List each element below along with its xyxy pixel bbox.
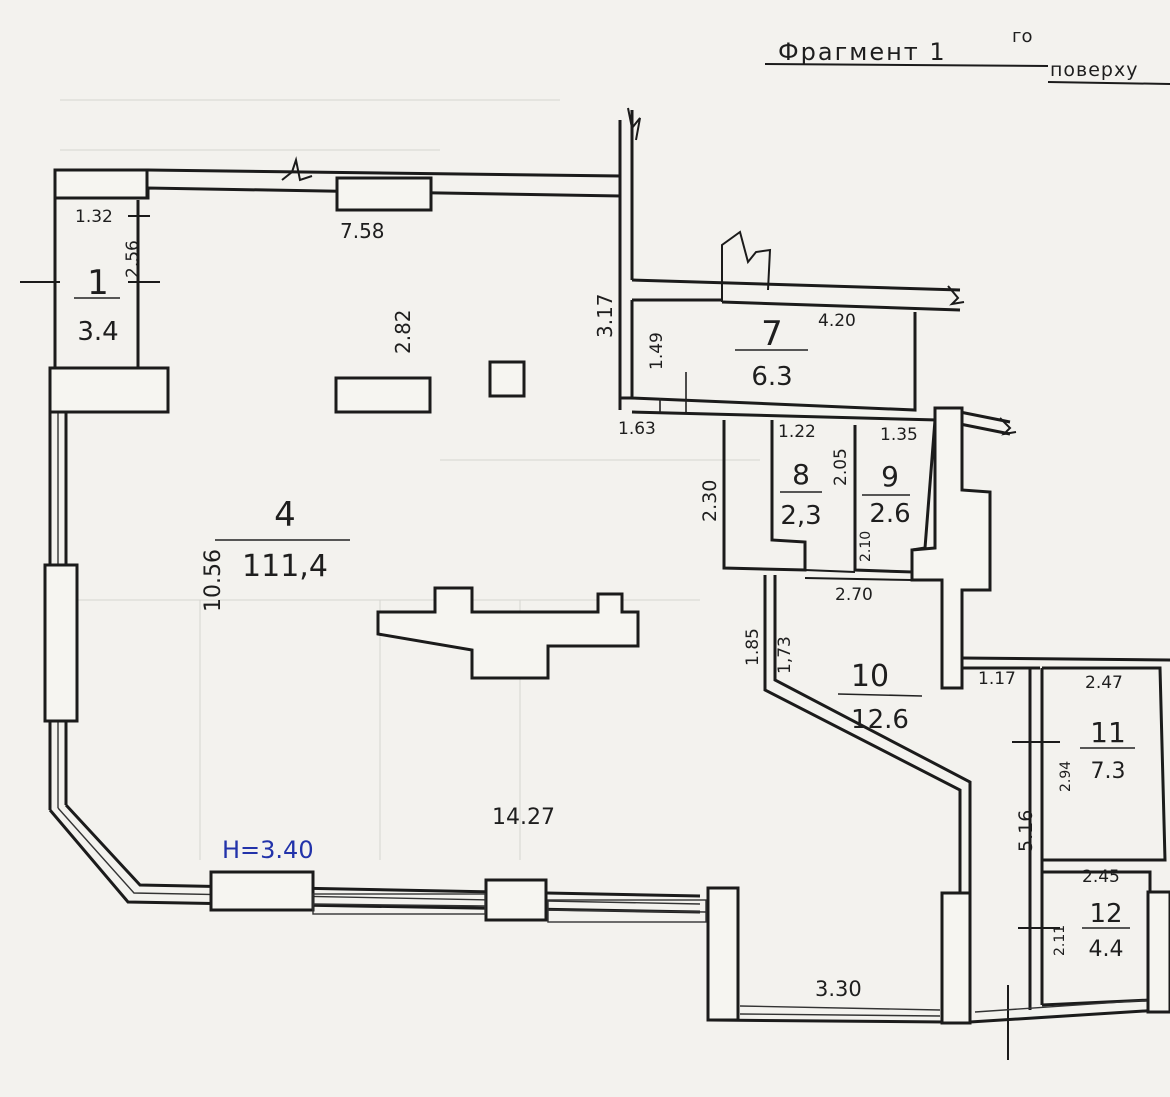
dim-1-17: 1.17 — [978, 669, 1016, 689]
plan-title: Фрагмент 1 го поверху — [764, 26, 1170, 85]
room-10-number: 10 — [851, 659, 889, 694]
dimension-labels: 1.32 2.56 7.58 2.82 3.17 1.49 4.20 1.63 … — [75, 207, 1123, 1001]
room-12-area: 4.4 — [1089, 937, 1124, 962]
dim-2-56: 2.56 — [123, 240, 143, 278]
room-11-area: 7.3 — [1091, 759, 1126, 784]
dim-3-30: 3.30 — [815, 977, 862, 1001]
room-7: 7 6.3 — [751, 314, 792, 392]
dim-2-45: 2.45 — [1082, 867, 1120, 887]
room-8-number: 8 — [792, 458, 810, 491]
pillars — [43, 168, 1170, 1025]
windows — [312, 893, 707, 923]
room-4-area: 111,4 — [242, 549, 328, 584]
room-10: 10 12.6 — [851, 659, 909, 735]
dim-2-30: 2.30 — [699, 480, 721, 522]
dim-1-32: 1.32 — [75, 207, 113, 227]
dim-2-47: 2.47 — [1085, 673, 1123, 693]
dim-14-27: 14.27 — [492, 805, 555, 830]
dim-2-70: 2.70 — [835, 585, 873, 605]
title-main: Фрагмент 1 — [778, 38, 947, 66]
room-7-number: 7 — [761, 314, 783, 354]
room-8-area: 2,3 — [780, 501, 821, 531]
title-tail: поверху — [1050, 59, 1138, 81]
room-10-area: 12.6 — [851, 705, 909, 735]
dim-2-82: 2.82 — [391, 309, 415, 354]
room-11-number: 11 — [1090, 716, 1126, 749]
walls — [20, 107, 1170, 1060]
dim-2-94: 2.94 — [1058, 761, 1074, 792]
room-12-number: 12 — [1089, 899, 1122, 929]
room-1: 1 3.4 — [77, 263, 118, 347]
dim-1-35: 1.35 — [880, 425, 918, 445]
room-12: 12 4.4 — [1089, 899, 1124, 962]
room-4: 4 111,4 — [242, 495, 328, 584]
ceiling-height-note: H=3.40 — [222, 836, 314, 864]
dim-1-63: 1.63 — [618, 419, 656, 439]
room-1-area: 3.4 — [77, 317, 118, 347]
room-1-number: 1 — [87, 263, 109, 303]
dim-7-58: 7.58 — [340, 219, 385, 243]
dim-5-16: 5.16 — [1015, 810, 1037, 852]
room-9-number: 9 — [881, 460, 899, 493]
dimension-lines — [74, 297, 1135, 929]
dim-2-10: 2.10 — [858, 531, 874, 562]
dim-4-20: 4.20 — [818, 311, 856, 331]
dim-2-05: 2.05 — [831, 448, 851, 486]
room-8: 8 2,3 — [780, 458, 821, 531]
room-7-area: 6.3 — [751, 362, 792, 392]
room-4-number: 4 — [274, 495, 296, 535]
room-9: 9 2.6 — [869, 460, 910, 529]
dim-2-11: 2.11 — [1052, 925, 1068, 956]
room-9-area: 2.6 — [869, 499, 910, 529]
dim-1-22: 1.22 — [778, 422, 816, 442]
dim-3-17: 3.17 — [593, 293, 617, 338]
dim-1-85: 1.85 — [743, 628, 763, 666]
title-superscript: го — [1012, 26, 1032, 47]
room-11: 11 7.3 — [1090, 716, 1126, 784]
dim-1-73: 1,73 — [775, 636, 795, 674]
dim-1-49: 1.49 — [647, 332, 667, 370]
paper-texture — [60, 99, 760, 860]
dim-10-56: 10.56 — [201, 549, 226, 612]
